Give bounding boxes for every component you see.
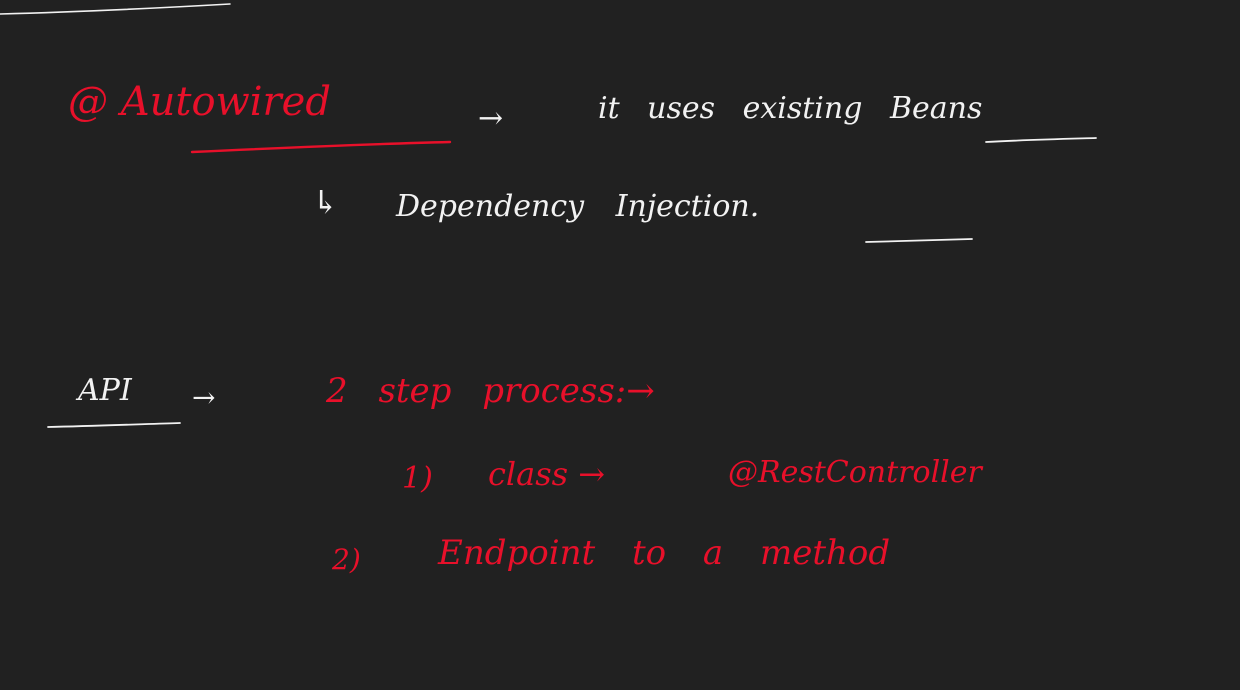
rest-controller-annotation: @RestController bbox=[728, 455, 982, 490]
step-1-text: class → bbox=[488, 455, 606, 493]
two-step-process-text: 2 step process:→ bbox=[326, 371, 655, 411]
beans-underline bbox=[985, 137, 1097, 143]
step-2-number: 2) bbox=[332, 543, 361, 576]
dependency-injection-text: Dependency Injection. bbox=[396, 189, 760, 224]
line1-description: it uses existing Beans bbox=[598, 91, 983, 126]
api-label: API bbox=[78, 373, 132, 408]
line1-arrow: → bbox=[478, 101, 504, 136]
injection-underline bbox=[865, 238, 973, 243]
step-1-number: 1) bbox=[402, 461, 433, 496]
line2-prefix-arrow: ↳ bbox=[312, 183, 339, 221]
top-left-stroke bbox=[0, 3, 231, 15]
autowired-annotation-text: @ Autowired bbox=[68, 79, 331, 125]
autowired-underline bbox=[190, 140, 452, 154]
api-underline bbox=[47, 422, 181, 428]
api-arrow: → bbox=[192, 381, 216, 414]
step-2-text: Endpoint to a method bbox=[438, 533, 891, 573]
